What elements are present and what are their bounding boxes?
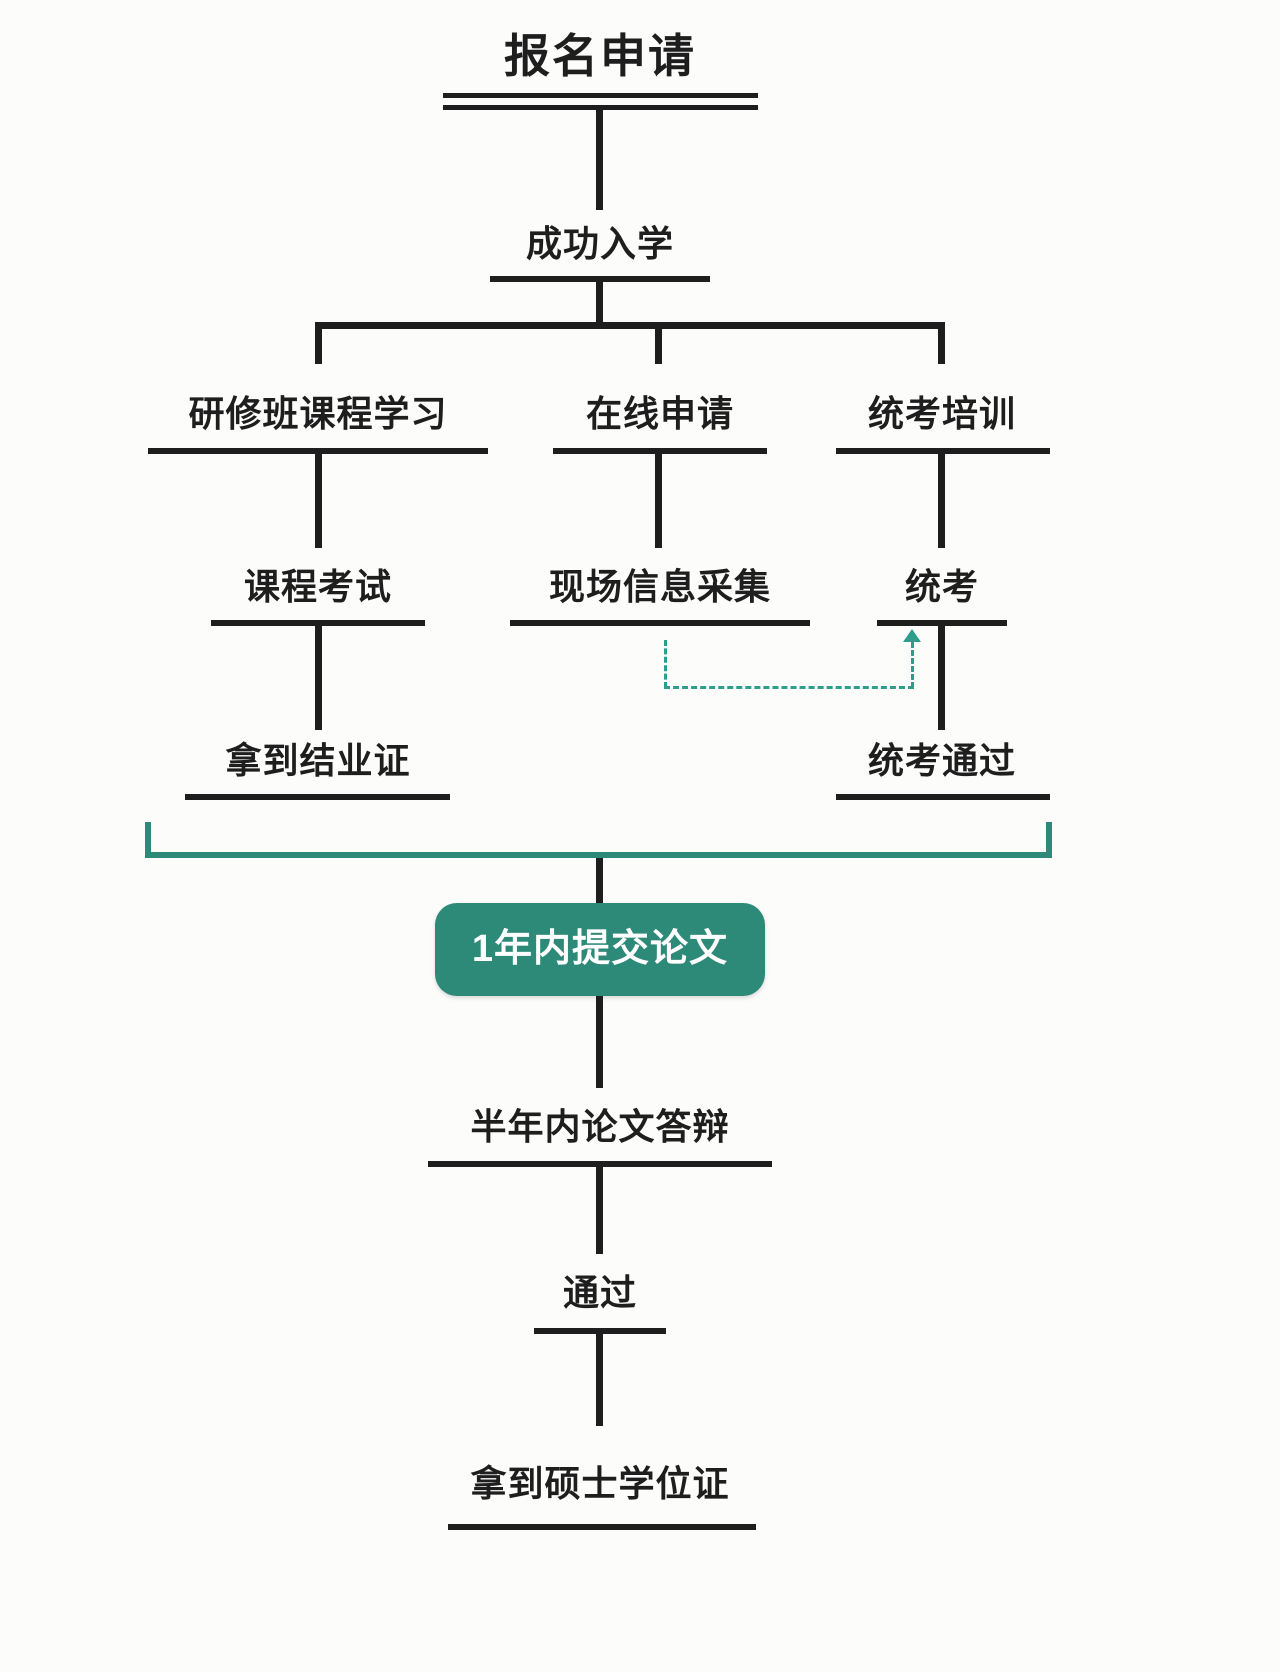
connector-line — [596, 1167, 603, 1254]
node-unified-exam: 统考 — [904, 566, 979, 607]
node-underline — [185, 794, 450, 800]
connector-line — [655, 454, 662, 548]
merge-bracket — [145, 852, 1052, 858]
node-underline — [211, 620, 425, 626]
node-course-study: 研修班课程学习 — [188, 393, 448, 434]
connector-line — [596, 282, 603, 324]
connector-line — [596, 110, 603, 210]
node-pass: 通过 — [562, 1272, 637, 1313]
node-underline — [877, 620, 1007, 626]
node-thesis-defense: 半年内论文答辩 — [470, 1106, 730, 1147]
node-title: 报名申请 — [504, 30, 696, 82]
arrowhead-up-icon — [903, 629, 921, 642]
node-course-exam: 课程考试 — [243, 566, 392, 607]
dashed-feedback-arrow — [664, 686, 914, 689]
connector-line — [938, 322, 945, 364]
node-underline — [448, 1524, 756, 1530]
node-completion-cert: 拿到结业证 — [225, 740, 411, 781]
node-underline — [553, 448, 767, 454]
node-underline — [836, 448, 1050, 454]
merge-bracket-left — [145, 822, 151, 858]
connector-line — [655, 322, 662, 364]
node-underline — [428, 1161, 772, 1167]
node-enroll: 成功入学 — [525, 223, 674, 264]
node-underline — [490, 276, 710, 282]
node-underline — [836, 794, 1050, 800]
connector-line — [938, 454, 945, 548]
node-exam-training: 统考培训 — [867, 393, 1016, 434]
connector-line — [315, 626, 322, 730]
node-exam-passed: 统考通过 — [867, 740, 1016, 781]
double-rule-top — [443, 93, 758, 98]
node-master-degree: 拿到硕士学位证 — [470, 1463, 730, 1504]
merge-bracket-right — [1046, 822, 1052, 858]
node-underline — [510, 620, 810, 626]
connector-line — [596, 996, 603, 1088]
connector-line — [596, 858, 603, 905]
branch-bar — [315, 322, 945, 329]
node-online-apply: 在线申请 — [585, 393, 734, 434]
connector-line — [315, 454, 322, 548]
connector-line — [938, 626, 945, 730]
double-rule-bottom — [443, 105, 758, 110]
dashed-feedback-arrow — [911, 642, 914, 688]
node-underline — [534, 1328, 666, 1334]
node-underline — [148, 448, 488, 454]
dashed-feedback-arrow — [664, 640, 667, 688]
node-submit-thesis: 1年内提交论文 — [435, 903, 765, 996]
connector-line — [315, 322, 322, 364]
connector-line — [596, 1334, 603, 1426]
node-info-collection: 现场信息采集 — [548, 566, 771, 607]
